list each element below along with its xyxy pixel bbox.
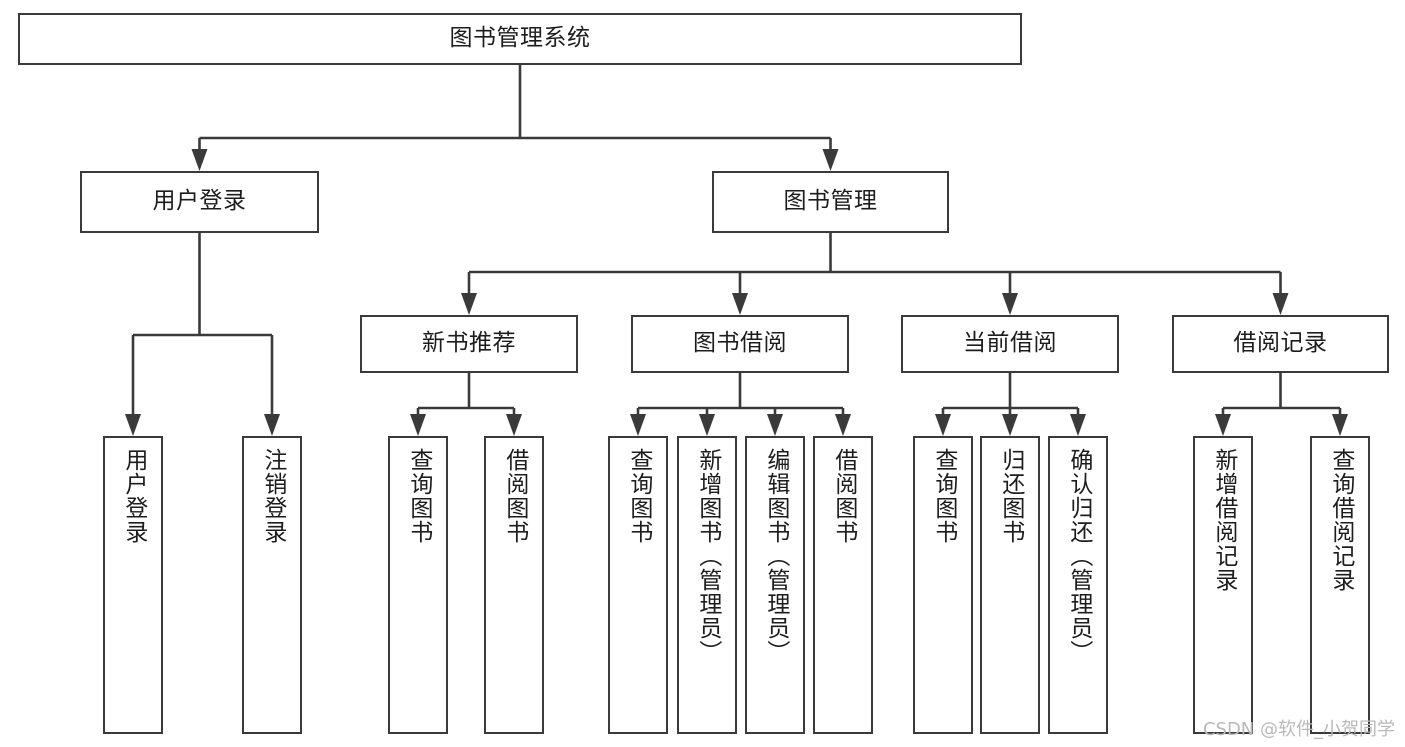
- node-label-leaf-bb-add: 新增图书（管理员）: [694, 448, 721, 664]
- arrowhead-book-borrow: [732, 293, 748, 315]
- node-label-leaf-br-add: 新增借阅记录: [1210, 448, 1237, 592]
- arrowhead-new-book-rec: [461, 293, 477, 315]
- node-label-leaf-user-login: 用户登录: [120, 448, 147, 544]
- arrowhead-leaf-cb-return: [1002, 414, 1018, 436]
- node-label-root: 图书管理系统: [449, 25, 591, 52]
- arrowhead-leaf-user-logout: [264, 414, 280, 436]
- arrowhead-leaf-cb-query: [935, 414, 951, 436]
- node-box-leaf-cb-query: 查询图书: [913, 436, 973, 734]
- arrowhead-leaf-bb-query: [630, 414, 646, 436]
- arrowhead-leaf-bb-borrow: [835, 414, 851, 436]
- node-label-leaf-br-query: 查询借阅记录: [1327, 448, 1354, 592]
- arrowhead-leaf-cb-confirm: [1070, 414, 1086, 436]
- node-box-leaf-br-query: 查询借阅记录: [1310, 436, 1370, 734]
- arrowhead-leaf-rec-query: [410, 414, 426, 436]
- node-label-leaf-rec-query: 查询图书: [405, 448, 432, 544]
- watermark-label: CSDN @软件_小贺同学: [1202, 719, 1395, 740]
- node-label-new-book-rec: 新书推荐: [422, 330, 516, 357]
- arrowhead-book-mgmt: [822, 149, 839, 171]
- node-box-leaf-rec-borrow: 借阅图书: [484, 436, 544, 734]
- arrowhead-user-login: [191, 149, 208, 171]
- arrowhead-leaf-bb-edit: [767, 414, 783, 436]
- node-box-leaf-bb-add: 新增图书（管理员）: [677, 436, 737, 734]
- node-box-leaf-br-add: 新增借阅记录: [1193, 436, 1253, 734]
- arrowhead-leaf-user-login: [125, 414, 141, 436]
- node-box-leaf-rec-query: 查询图书: [388, 436, 448, 734]
- node-box-leaf-user-login: 用户登录: [103, 436, 163, 734]
- arrowhead-current-borrow: [1002, 293, 1018, 315]
- node-label-current-borrow: 当前借阅: [963, 330, 1057, 357]
- node-box-new-book-rec: 新书推荐: [360, 315, 578, 373]
- node-box-borrow-record: 借阅记录: [1172, 315, 1389, 373]
- node-label-user-login: 用户登录: [152, 188, 247, 215]
- arrowhead-leaf-rec-borrow: [506, 414, 522, 436]
- node-label-leaf-rec-borrow: 借阅图书: [501, 448, 528, 544]
- arrowhead-borrow-record: [1272, 293, 1289, 315]
- node-label-leaf-cb-return: 归还图书: [997, 448, 1024, 544]
- node-label-leaf-cb-confirm: 确认归还（管理员）: [1065, 448, 1092, 664]
- arrowhead-leaf-br-add: [1215, 414, 1231, 436]
- node-box-leaf-bb-borrow: 借阅图书: [813, 436, 873, 734]
- node-box-book-borrow: 图书借阅: [631, 315, 849, 373]
- node-label-leaf-user-logout: 注销登录: [259, 448, 286, 544]
- node-box-root: 图书管理系统: [18, 13, 1022, 65]
- node-box-user-login: 用户登录: [80, 171, 319, 233]
- node-label-borrow-record: 借阅记录: [1233, 330, 1328, 357]
- arrowhead-leaf-bb-add: [699, 414, 715, 436]
- node-label-book-borrow: 图书借阅: [693, 330, 787, 357]
- node-label-book-mgmt: 图书管理: [783, 188, 878, 215]
- arrowhead-leaf-br-query: [1332, 414, 1348, 436]
- node-label-leaf-cb-query: 查询图书: [930, 448, 957, 544]
- node-box-leaf-bb-edit: 编辑图书（管理员）: [745, 436, 805, 734]
- node-box-leaf-cb-return: 归还图书: [980, 436, 1040, 734]
- node-box-leaf-bb-query: 查询图书: [608, 436, 668, 734]
- node-label-leaf-bb-edit: 编辑图书（管理员）: [762, 448, 789, 664]
- node-box-book-mgmt: 图书管理: [712, 171, 949, 233]
- node-box-current-borrow: 当前借阅: [901, 315, 1119, 373]
- node-box-leaf-cb-confirm: 确认归还（管理员）: [1048, 436, 1108, 734]
- node-box-leaf-user-logout: 注销登录: [242, 436, 302, 734]
- node-label-leaf-bb-borrow: 借阅图书: [830, 448, 857, 544]
- node-label-leaf-bb-query: 查询图书: [625, 448, 652, 544]
